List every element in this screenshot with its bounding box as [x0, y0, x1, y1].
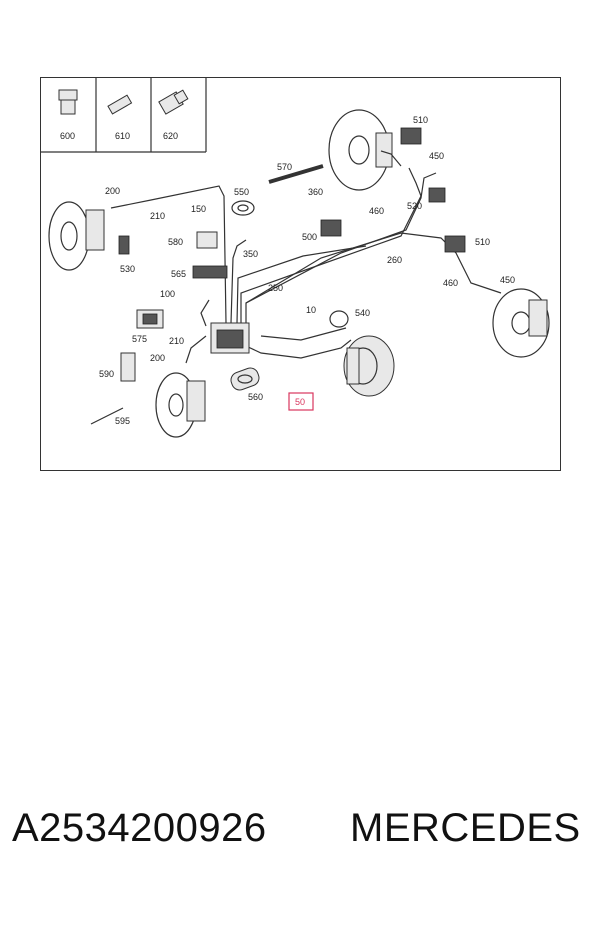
callout-210-upper: 210: [150, 211, 165, 221]
front-right-disc: [328, 109, 393, 191]
callout-100: 100: [160, 289, 175, 299]
callout-540: 540: [355, 308, 370, 318]
callout-620: 620: [163, 131, 178, 141]
callout-210-lower: 210: [169, 336, 184, 346]
callout-590: 590: [99, 369, 114, 379]
callout-460-upper: 460: [369, 206, 384, 216]
brand-name: MERCEDES: [350, 806, 581, 850]
brake-booster: [343, 335, 395, 397]
callout-450-upper: 450: [429, 151, 444, 161]
part-number: A2534200926: [12, 806, 267, 850]
bracket-590: [120, 352, 136, 382]
callout-530: 530: [120, 264, 135, 274]
callout-595: 595: [115, 416, 130, 426]
grommet-560: [230, 367, 260, 391]
callout-250: 250: [268, 283, 283, 293]
callout-10: 10: [306, 305, 316, 315]
callout-460-lower: 460: [443, 278, 458, 288]
callout-260: 260: [387, 255, 402, 265]
callout-560: 560: [248, 392, 263, 402]
clip-530: [118, 235, 130, 255]
brake-lines: [110, 150, 502, 364]
clip-520: [428, 187, 446, 203]
sensor-595: [90, 407, 124, 425]
caption-bar: A2534200926 MERCEDES: [0, 800, 600, 860]
callout-500: 500: [302, 232, 317, 242]
callout-570: 570: [277, 162, 292, 172]
callout-565: 565: [171, 269, 186, 279]
brake-system-drawing: 600 610 620 510 450 570 200 210 150 550 …: [41, 78, 550, 438]
abs-unit: [210, 322, 250, 354]
nut-620-icon: [158, 89, 189, 115]
strip-570: [268, 164, 324, 184]
callout-200-lower: 200: [150, 353, 165, 363]
sleeve-610-icon: [107, 94, 133, 115]
callout-575: 575: [132, 334, 147, 344]
callout-510-upper: 510: [413, 115, 428, 125]
rear-right-disc: [492, 288, 550, 358]
callout-610: 610: [115, 131, 130, 141]
callout-150: 150: [191, 204, 206, 214]
parts-inset: [41, 78, 207, 153]
clip-575: [136, 309, 164, 329]
fitting-600-icon: [58, 89, 78, 115]
clip-510a: [400, 127, 422, 145]
clip-500: [320, 219, 342, 237]
clip-510b: [444, 235, 466, 253]
callout-520: 520: [407, 201, 422, 211]
callout-50: 50: [295, 397, 305, 407]
callout-labels: 600 610 620 510 450 570 200 210 150 550 …: [60, 115, 515, 426]
front-left-disc: [48, 201, 105, 271]
callout-510-lower: 510: [475, 237, 490, 247]
grommet-550: [231, 200, 255, 216]
callout-600: 600: [60, 131, 75, 141]
parts-diagram: 600 610 620 510 450 570 200 210 150 550 …: [40, 77, 561, 471]
callout-550: 550: [234, 187, 249, 197]
highlight-box-50: [288, 392, 314, 411]
clips-565: [192, 265, 228, 279]
callout-450-lower: 450: [500, 275, 515, 285]
callout-350: 350: [243, 249, 258, 259]
callout-580: 580: [168, 237, 183, 247]
callout-360: 360: [308, 187, 323, 197]
seal-540: [329, 310, 349, 328]
clip-580: [196, 231, 218, 249]
rear-left-disc: [155, 372, 206, 438]
callout-200-upper: 200: [105, 186, 120, 196]
